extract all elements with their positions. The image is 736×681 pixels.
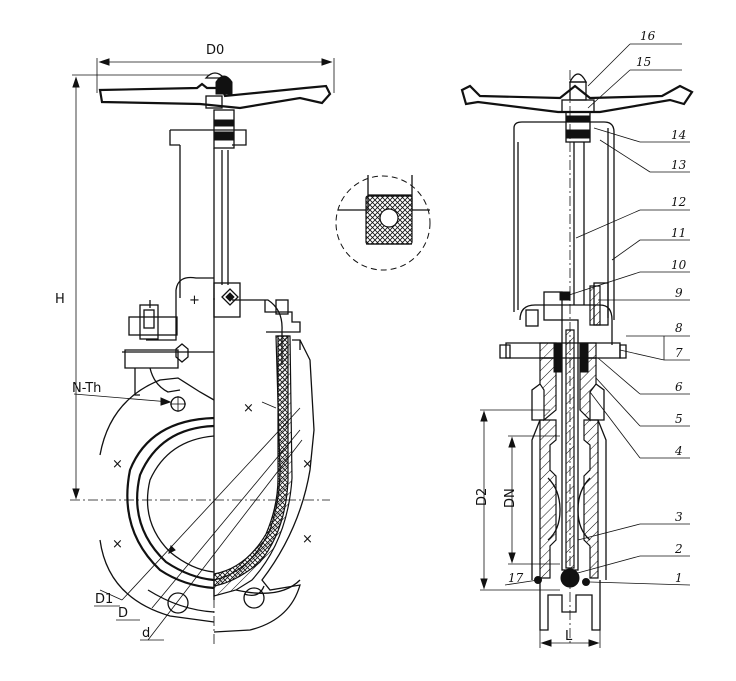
part-number-2: 2: [674, 542, 683, 556]
part-number-6: 6: [675, 380, 683, 394]
part-number-3: 3: [675, 510, 683, 524]
svg-text:×: ×: [112, 457, 123, 472]
dim-label-d: D: [118, 606, 128, 621]
part-number-1: 1: [675, 571, 683, 585]
part-number-4: 4: [674, 444, 683, 458]
svg-text:×: ×: [112, 537, 123, 552]
dim-label-l: L: [565, 629, 573, 644]
side-section-view: [460, 43, 694, 648]
part-number-17: 17: [508, 571, 524, 585]
part-number-labels: 16 15 14 13 12 11 10 9 8 7 6 5 4 3 2 17 …: [508, 29, 687, 585]
svg-text:×: ×: [243, 401, 254, 416]
svg-text:+: +: [189, 293, 200, 308]
part-number-7: 7: [675, 346, 683, 360]
part-number-10: 10: [671, 258, 687, 272]
part-number-12: 12: [671, 195, 686, 209]
dim-label-h: H: [55, 292, 65, 307]
dim-label-d2: D2: [475, 488, 490, 506]
packing-detail: [335, 175, 431, 271]
part-number-16: 16: [640, 29, 656, 43]
dim-label-n-th: N-Th: [72, 381, 101, 396]
dim-label-d1: D1: [95, 592, 113, 607]
part-number-11: 11: [671, 226, 686, 240]
svg-text:×: ×: [302, 532, 313, 547]
svg-text:×: ×: [302, 457, 313, 472]
part-number-8: 8: [675, 321, 683, 335]
part-number-13: 13: [671, 158, 687, 172]
dim-label-dn: DN: [503, 488, 518, 508]
part-number-9: 9: [675, 286, 683, 300]
dim-label-d0: D0: [206, 43, 224, 58]
part-number-15: 15: [636, 55, 651, 69]
front-view: + × × × × ×: [70, 58, 335, 645]
part-number-5: 5: [675, 412, 683, 426]
part-number-14: 14: [671, 128, 686, 142]
dim-label-d-small: d: [142, 626, 150, 641]
